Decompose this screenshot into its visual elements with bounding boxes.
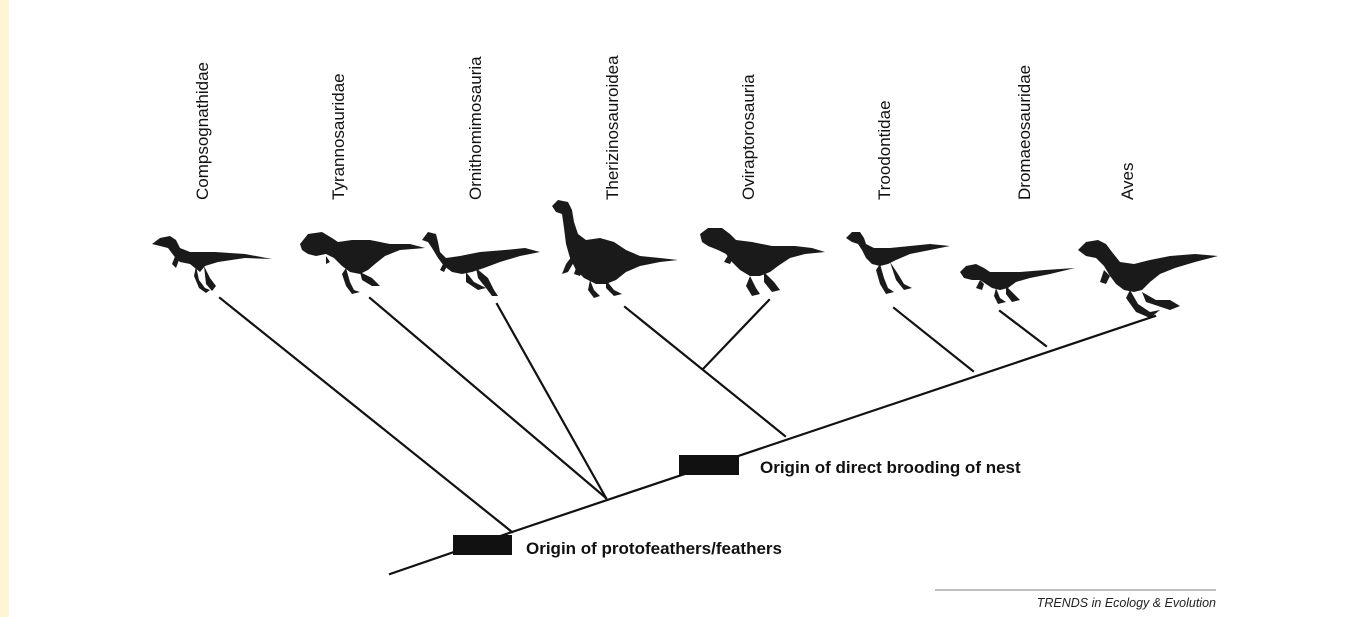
dromaeosaurid-silhouette-icon xyxy=(960,264,1075,304)
taxon-label-aves: Aves xyxy=(1118,163,1137,201)
taxon-label-compsognathidae: Compsognathidae xyxy=(193,62,212,200)
taxon-label-troodontidae: Troodontidae xyxy=(875,100,894,200)
taxon-label-therizinosauroidea: Therizinosauroidea xyxy=(603,55,622,200)
ornithomimosaur-silhouette-icon xyxy=(422,232,540,296)
brooding-marker xyxy=(679,455,739,475)
feathers-marker xyxy=(453,535,512,555)
branch-tyrannosauridae xyxy=(370,298,606,498)
brooding-label: Origin of direct brooding of nest xyxy=(760,458,1021,477)
therizinosaur-silhouette-icon xyxy=(552,200,678,298)
feathers-label: Origin of protofeathers/feathers xyxy=(526,539,782,558)
troodontid-silhouette-icon xyxy=(846,232,950,294)
taxon-label-tyrannosauridae: Tyrannosauridae xyxy=(329,73,348,200)
tree-spine xyxy=(512,316,1155,532)
tyrannosaurid-silhouette-icon xyxy=(300,232,425,294)
branch-compsognathidae xyxy=(220,298,512,532)
oviraptorosaur-silhouette-icon xyxy=(700,228,825,296)
branch-oviraptorosauria xyxy=(703,300,769,369)
branch-therizinosauroidea xyxy=(625,307,785,436)
compsognathid-silhouette-icon xyxy=(152,236,272,293)
branch-troodontidae xyxy=(894,308,973,371)
tree-branches xyxy=(220,298,1155,574)
taxon-label-dromaeosauridae: Dromaeosauridae xyxy=(1015,65,1034,200)
taxon-label-ornithomimosauria: Ornithomimosauria xyxy=(466,56,485,200)
branch-dromaeosauridae xyxy=(1000,311,1046,346)
journal-credit: TRENDS in Ecology & Evolution xyxy=(1037,596,1216,610)
taxon-label-oviraptorosauria: Oviraptorosauria xyxy=(739,74,758,200)
bird-silhouette-icon xyxy=(1078,240,1218,318)
branch-ornithomimosauria xyxy=(497,304,606,498)
